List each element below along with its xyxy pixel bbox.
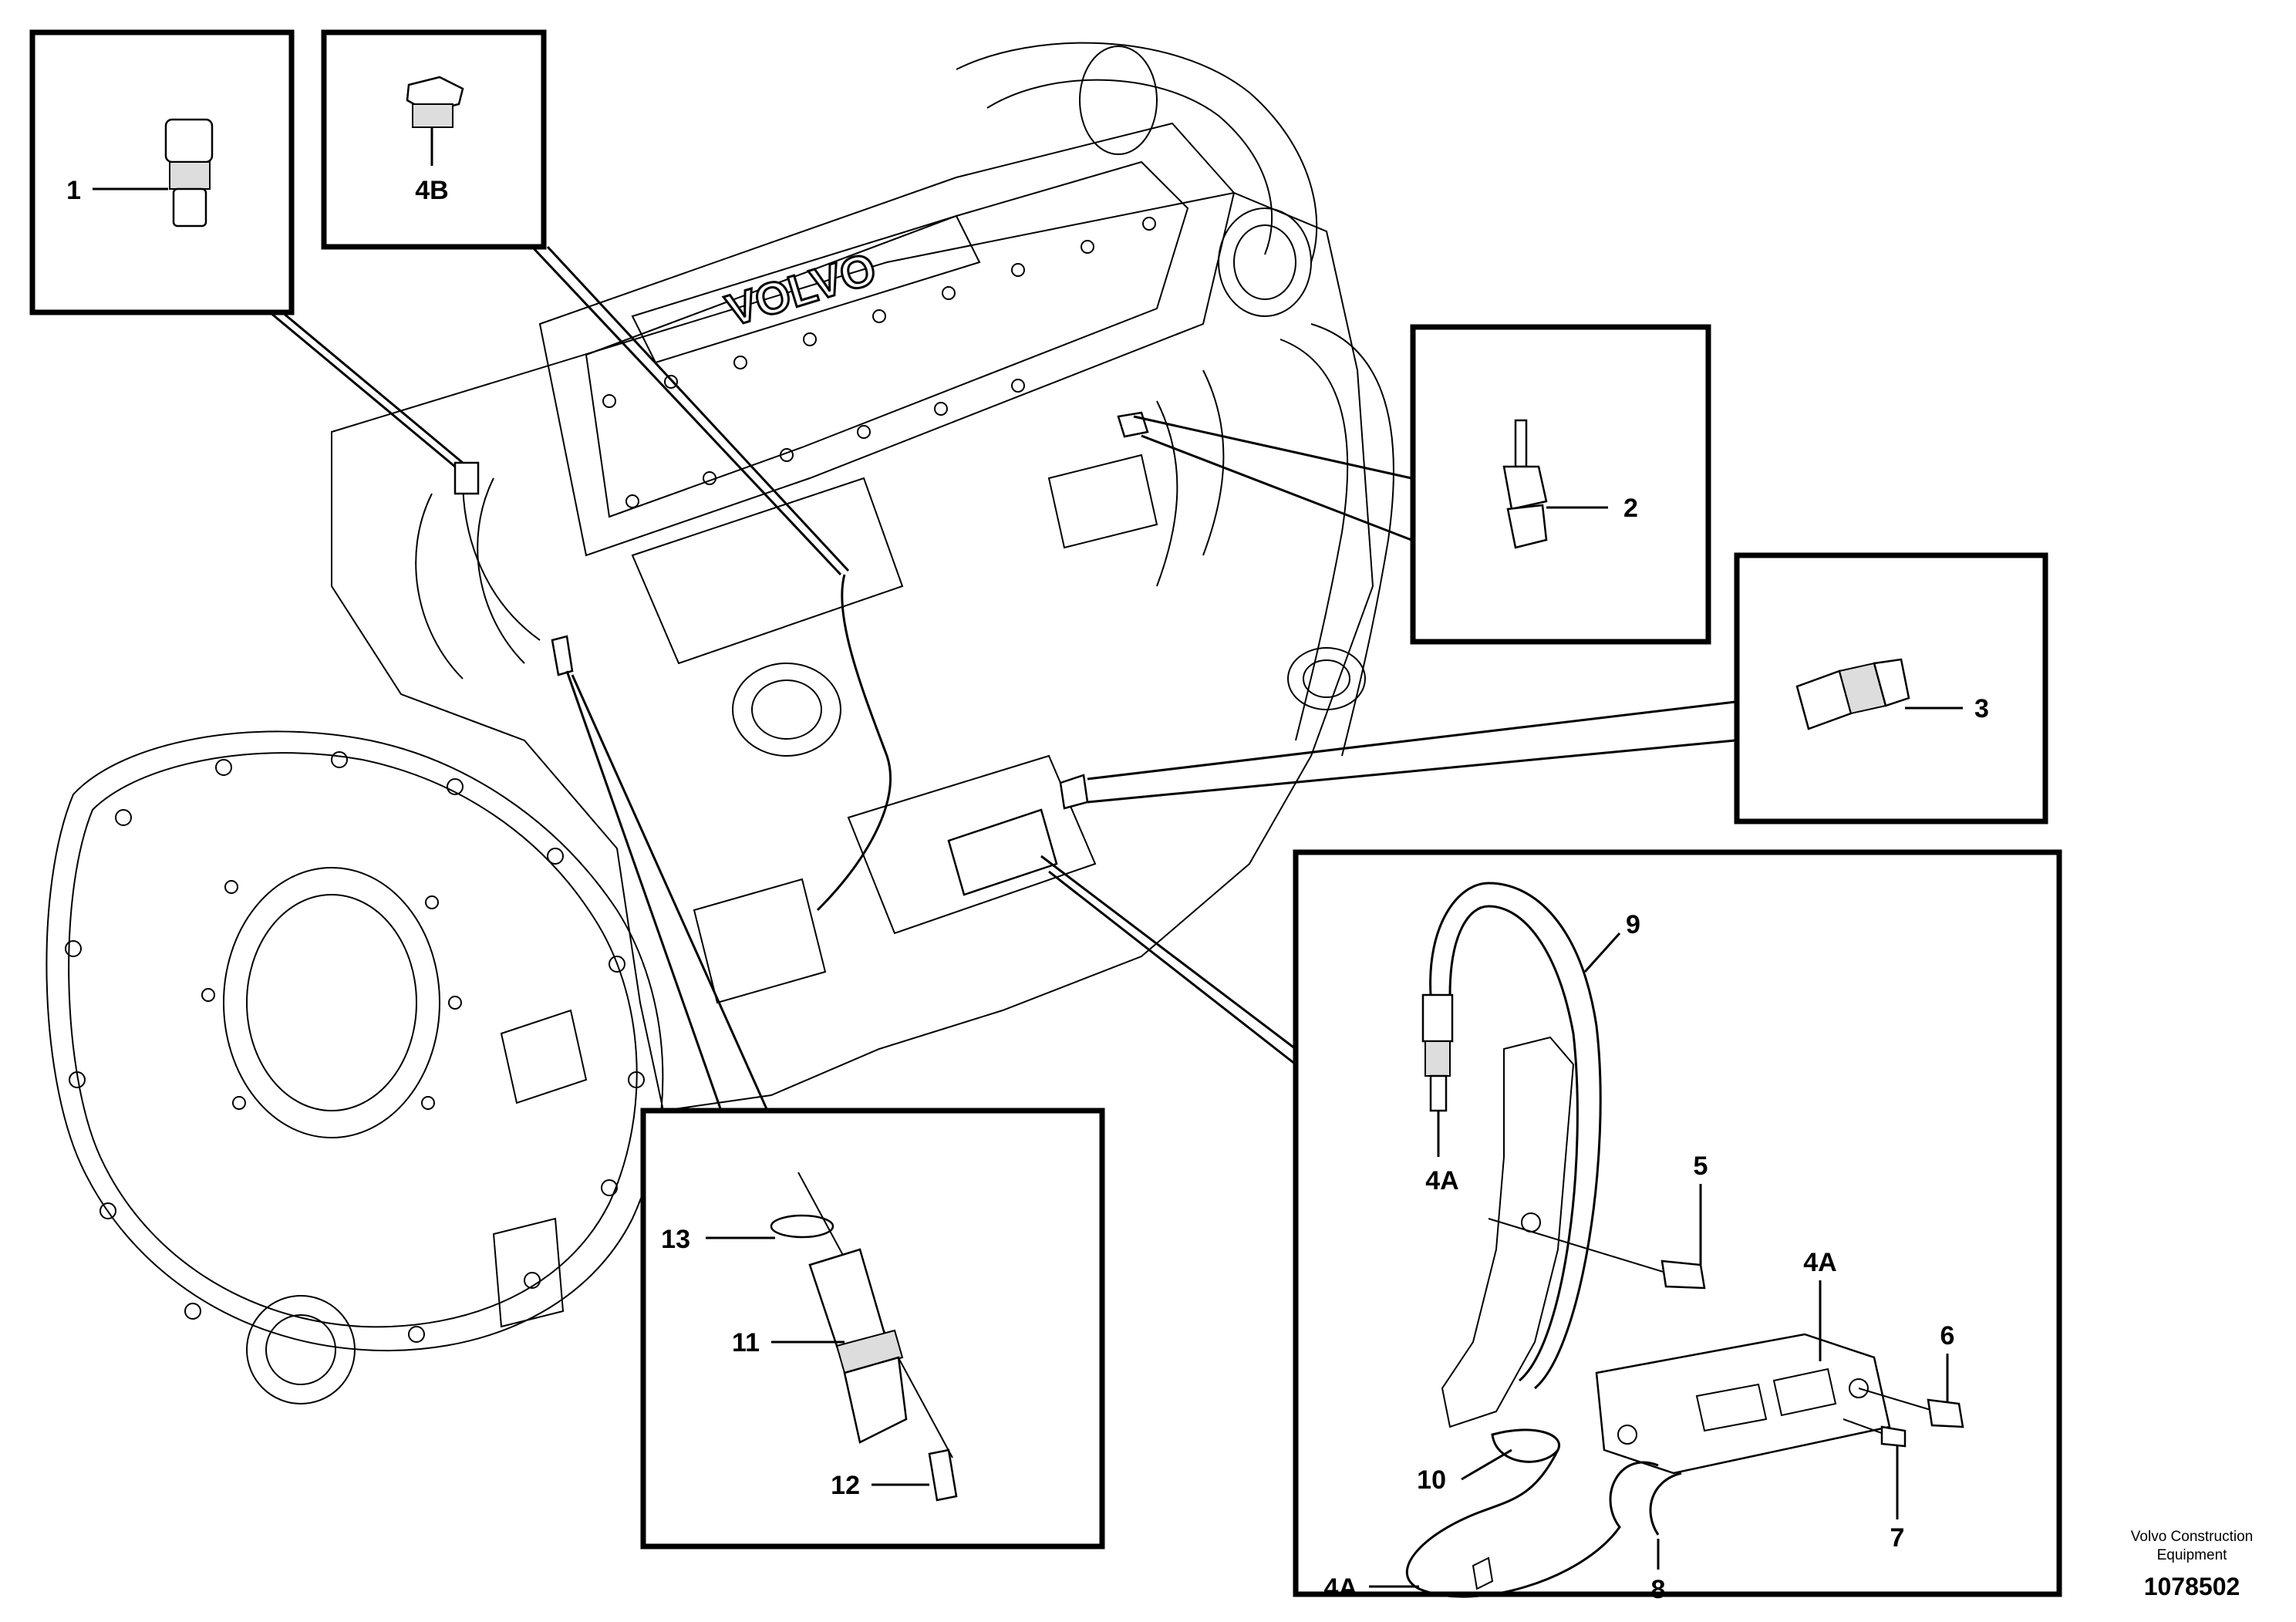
detail-box-11-12-13: 13 11 12 [640,1108,1105,1549]
callout-7: 7 [1890,1523,1905,1553]
document-number: 1078502 [2144,1573,2240,1600]
callout-1: 1 [66,176,81,205]
engine-brand-label: VOLVO [720,244,882,336]
callout-9: 9 [1626,910,1640,939]
sensor-assembly-part [770,1172,958,1502]
callout-12: 12 [831,1471,860,1500]
callout-8: 8 [1651,1575,1666,1604]
callout-4a-ecu: 4A [1803,1248,1836,1277]
credit-line-2: Equipment [2157,1547,2228,1563]
callout-4a-cable: 4A [1324,1573,1357,1603]
callout-4b: 4B [415,176,448,205]
detail-box-1: 1 [29,29,295,315]
callout-13: 13 [661,1225,690,1254]
temperature-sensor-part [1502,419,1548,549]
credit-line-1: Volvo Construction [2131,1529,2253,1545]
pressure-sensor-part [164,118,214,228]
callout-5: 5 [1694,1152,1708,1181]
detail-box-2: 2 [1410,324,1711,645]
callout-4a-hose: 4A [1425,1166,1458,1195]
callout-6: 6 [1940,1321,1955,1351]
speed-sensor-part [1795,658,1910,730]
detail-box-4b: 4B [321,29,547,250]
detail-box-harness-ecu: 9 4A 5 4A 6 7 8 10 4A [1293,849,2062,1604]
callout-2: 2 [1623,494,1638,523]
box-connector-lines [269,245,1736,1111]
callout-10: 10 [1417,1465,1446,1495]
callout-3: 3 [1974,694,1989,723]
document-footer: Volvo Construction Equipment 1078502 [2131,1529,2253,1600]
harness-and-ecu-parts [1405,882,1964,1598]
callout-11: 11 [732,1328,760,1357]
detail-box-3: 3 [1734,552,2048,824]
